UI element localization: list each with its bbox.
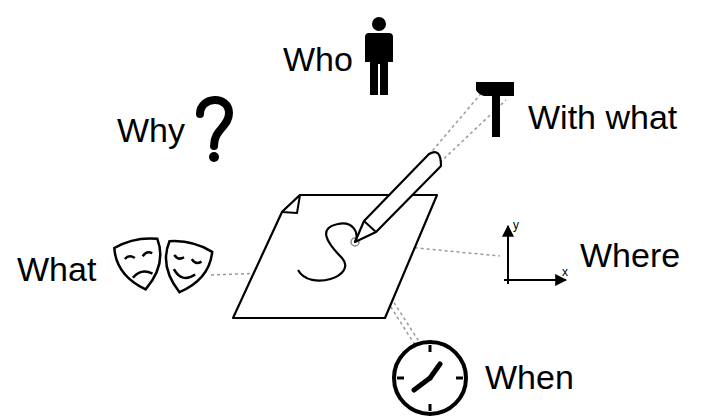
question-hook xyxy=(200,100,229,146)
axis-label: x xyxy=(562,266,568,278)
axes-icon xyxy=(504,226,566,284)
clock-face xyxy=(394,342,466,414)
question-dot xyxy=(209,152,219,162)
clock-hands xyxy=(414,364,440,390)
question-label: Where xyxy=(580,238,680,272)
leader-lines xyxy=(208,90,506,345)
clock-hand xyxy=(430,364,440,378)
person-body xyxy=(365,33,393,95)
question-label: What xyxy=(17,252,96,286)
mask-eye xyxy=(124,255,134,260)
question-label: When xyxy=(485,360,574,394)
question-icon xyxy=(200,100,229,162)
mask-face xyxy=(158,238,214,298)
clock-tick xyxy=(397,377,404,380)
x-axis xyxy=(504,279,566,281)
clock-tick xyxy=(429,404,432,411)
pen-symbol xyxy=(355,152,441,242)
hammer-icon xyxy=(476,82,514,137)
happy-mask xyxy=(158,238,214,298)
mask-face xyxy=(113,235,168,294)
sad-mask xyxy=(113,235,168,294)
mask-mouth xyxy=(172,269,195,280)
paper-sheet xyxy=(233,195,437,318)
clock-hand xyxy=(414,378,430,390)
pen-cone-line xyxy=(364,221,376,232)
person-icon xyxy=(365,17,393,95)
y-axis xyxy=(507,226,509,284)
theatre-masks xyxy=(113,235,213,297)
clock-tick xyxy=(456,377,463,380)
question-label: Why xyxy=(117,113,185,147)
hammer-shape xyxy=(476,82,514,137)
clock-ticks xyxy=(397,345,463,411)
mask-eye xyxy=(191,259,201,264)
question-label: With what xyxy=(528,100,677,134)
drawn-curve xyxy=(298,223,356,280)
mask-mouth xyxy=(132,270,152,278)
mask-eye xyxy=(174,255,184,260)
clock-tick xyxy=(429,345,432,352)
clock-icon xyxy=(394,342,466,414)
person-head xyxy=(372,17,386,31)
question-label: Who xyxy=(283,42,353,76)
paper-fold xyxy=(282,195,300,213)
mask-eye xyxy=(142,252,152,257)
axis-label: y xyxy=(513,219,519,231)
